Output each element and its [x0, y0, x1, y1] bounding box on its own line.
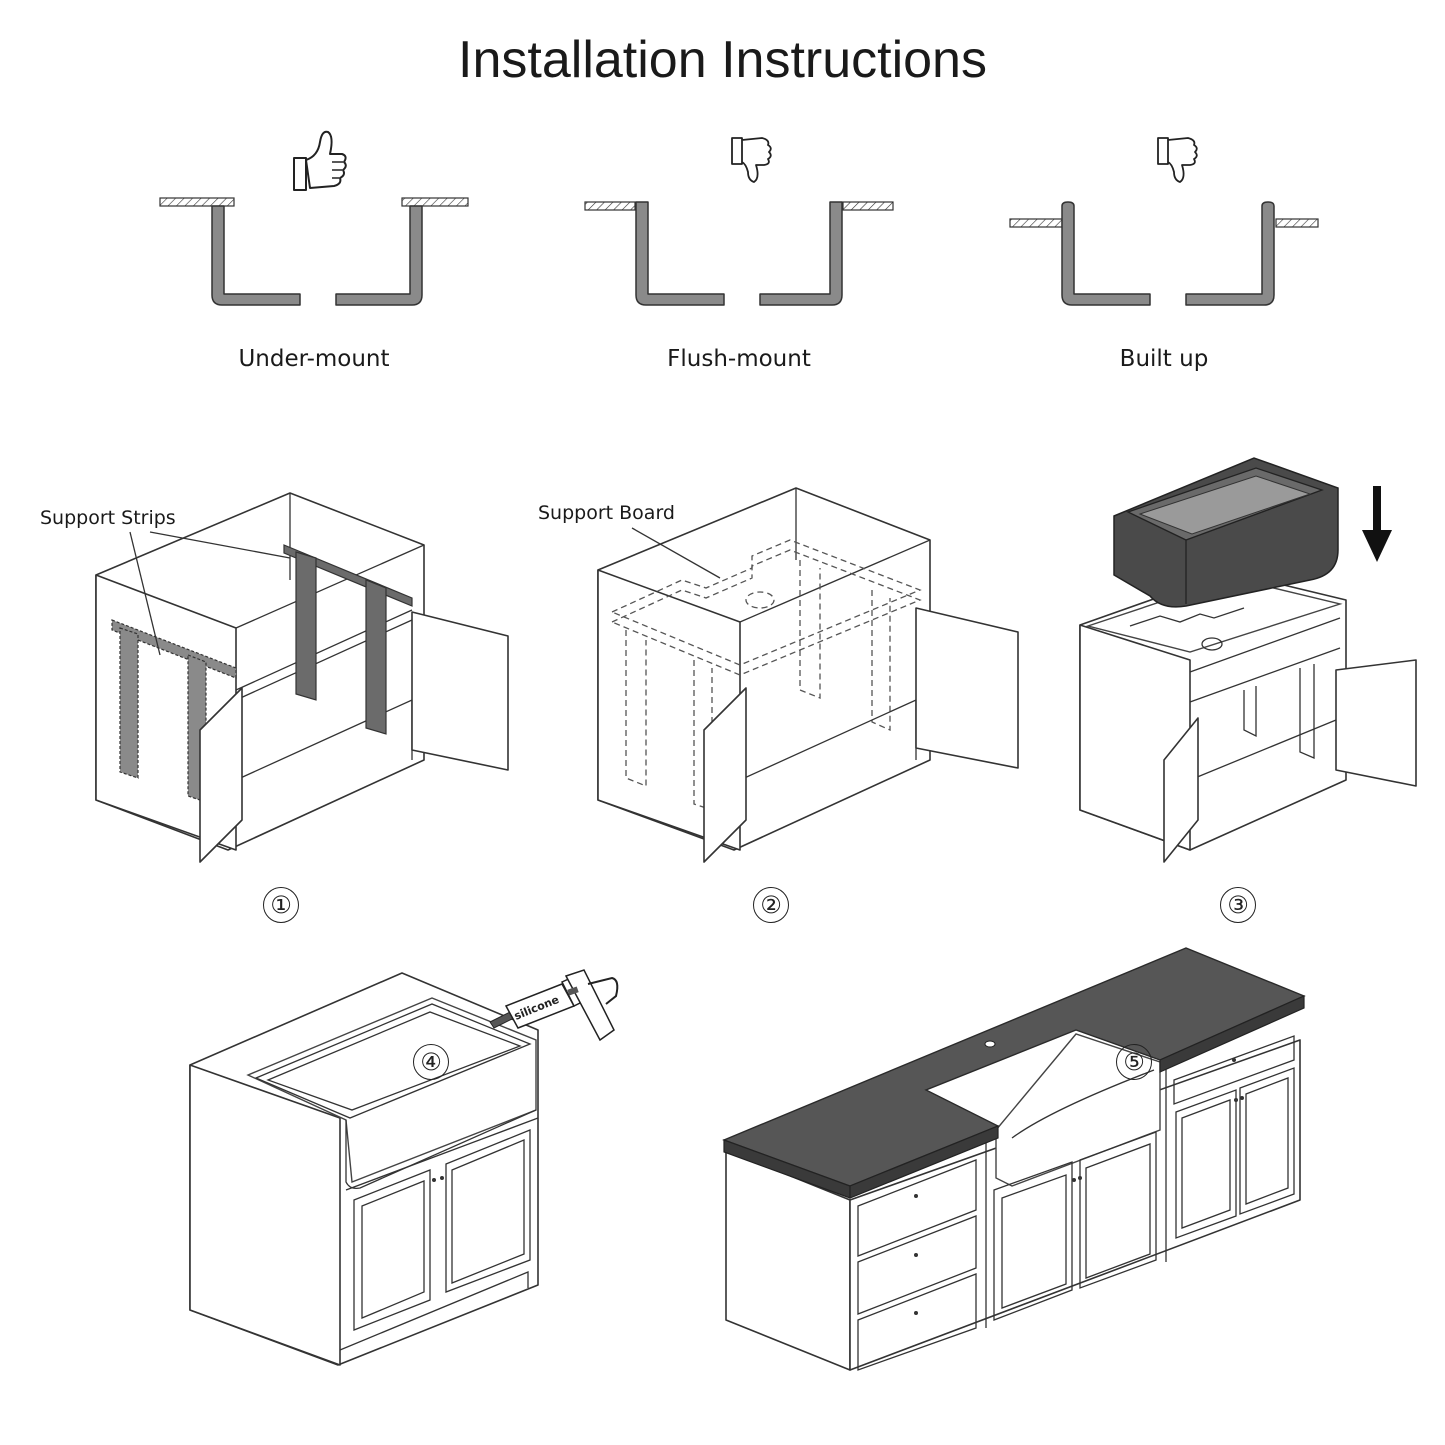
builtup-profile [1009, 201, 1319, 306]
step-number-2: ② [753, 887, 789, 923]
mount-label-flushmount: Flush-mount [667, 346, 811, 372]
thumbs-down-icon [731, 137, 772, 183]
step5-cabinets [725, 1033, 1301, 1371]
callout-support-board: Support Board [538, 502, 675, 524]
mount-label-undermount: Under-mount [238, 346, 390, 372]
step2-cabinet [597, 487, 1019, 863]
step1-cabinet [95, 492, 509, 863]
step3-sink [1113, 457, 1339, 608]
step-number-1: ① [263, 887, 299, 923]
step-number-3: ③ [1220, 887, 1256, 923]
flushmount-profile [584, 201, 894, 306]
callout-support-strips: Support Strips [40, 507, 176, 529]
mount-label-builtup: Built up [1119, 346, 1209, 372]
step3-cabinet [1079, 571, 1417, 863]
down-arrow-icon [1362, 486, 1392, 562]
step5-countertop [722, 947, 1306, 1199]
page-title: Installation Instructions [458, 31, 987, 89]
thumbs-up-icon [293, 130, 347, 191]
thumbs-down-icon [1157, 137, 1198, 183]
step-number-5: ⑤ [1116, 1044, 1152, 1080]
step4-cabinet [189, 972, 539, 1366]
undermount-profile [159, 197, 469, 306]
step-number-4: ④ [413, 1044, 449, 1080]
